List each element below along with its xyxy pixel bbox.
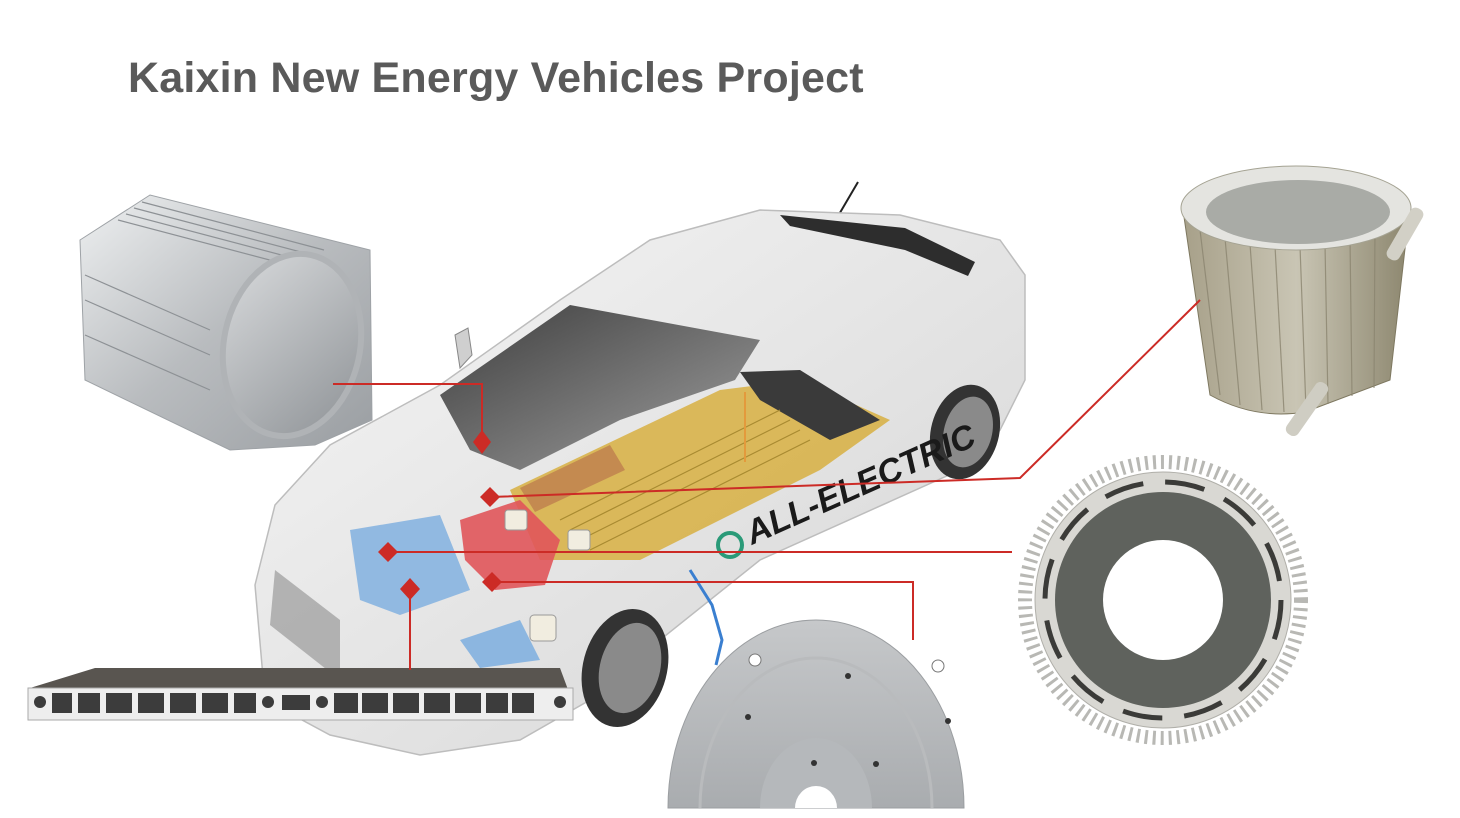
callout-markers — [378, 430, 502, 600]
callout-line-end-plate — [492, 581, 914, 640]
end-cover-plate-image — [667, 619, 965, 809]
water-cooled-motor-housing-image — [1180, 165, 1424, 437]
diamond-marker-icon — [400, 578, 420, 600]
diamond-marker-icon — [482, 572, 502, 592]
diamond-marker-icon — [473, 430, 491, 454]
multi-channel-extrusion-image — [27, 668, 574, 721]
callout-line-water-cooled-housing — [489, 299, 1201, 498]
diamond-marker-icon — [480, 487, 500, 507]
callout-line-finned-housing — [333, 383, 483, 440]
callout-lines — [333, 299, 1201, 670]
slide-title: Kaixin New Energy Vehicles Project — [128, 54, 864, 102]
finned-stator-ring-image — [1018, 455, 1308, 745]
diamond-marker-icon — [378, 542, 398, 562]
finned-motor-housing-image — [79, 194, 373, 451]
